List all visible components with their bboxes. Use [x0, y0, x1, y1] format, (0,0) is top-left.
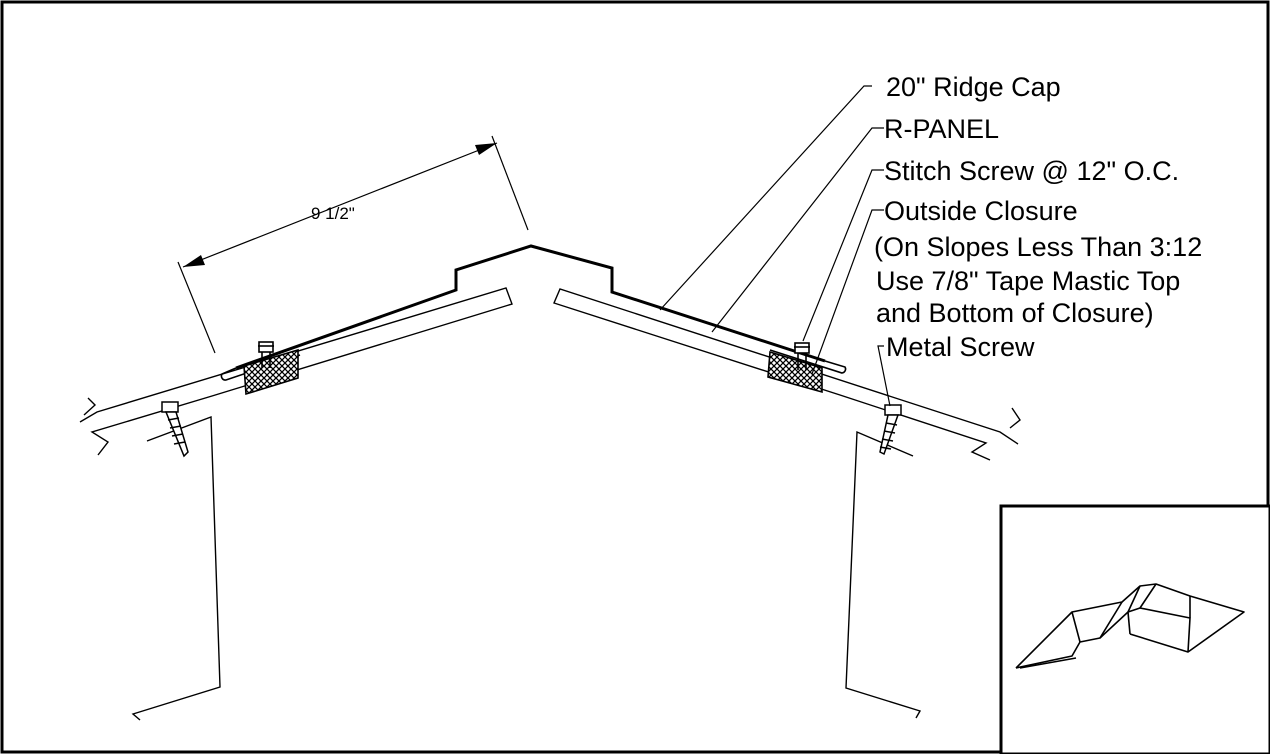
- dimension-arrow-right: [475, 143, 497, 155]
- left-wall: [131, 416, 221, 721]
- dimension-arrow-left: [183, 255, 205, 267]
- metal-screw-right: [879, 404, 902, 456]
- callout-outside-closure: Outside Closure: [884, 196, 1078, 226]
- right-roof-panel: [553, 288, 1021, 461]
- right-wall: [845, 430, 922, 719]
- ridge-cap: [235, 244, 826, 370]
- stitch-screw-left: [258, 341, 274, 368]
- callout-closure-note-1: (On Slopes Less Than 3:12: [874, 232, 1202, 262]
- dimension-label: 9 1/2": [311, 204, 355, 223]
- callout-ridge-cap: 20" Ridge Cap: [886, 72, 1061, 102]
- callout-stitch-screw: Stitch Screw @ 12" O.C.: [884, 156, 1179, 186]
- stitch-screw-right: [794, 342, 810, 370]
- left-roof-panel: [79, 287, 513, 456]
- callout-closure-note-3: and Bottom of Closure): [876, 298, 1154, 328]
- leader-lines: [659, 85, 891, 407]
- ridge-cap-hem-right: [769, 349, 847, 374]
- dimension-line: [177, 135, 529, 354]
- callout-r-panel: R-PANEL: [884, 114, 999, 144]
- callout-closure-note-2: Use 7/8" Tape Mastic Top: [876, 266, 1180, 296]
- ridge-cap-isometric: [1015, 583, 1245, 669]
- metal-screw-left: [161, 401, 189, 458]
- isometric-inset-frame: [999, 504, 1270, 754]
- callout-metal-screw: Metal Screw: [886, 332, 1035, 362]
- outside-closure-right: [767, 350, 823, 394]
- outside-closure-left: [243, 348, 299, 396]
- ridge-cap-hem-left: [220, 354, 301, 381]
